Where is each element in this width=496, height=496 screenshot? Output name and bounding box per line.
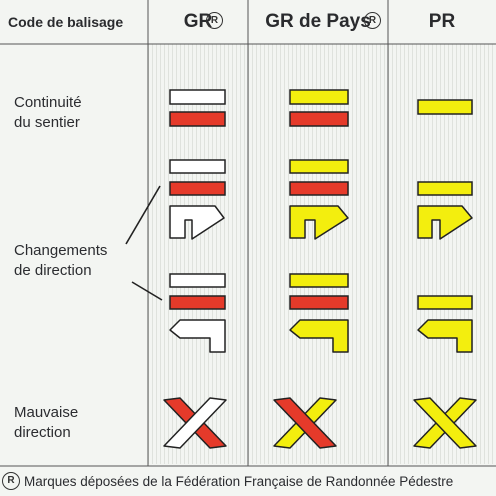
- row-label-line: du sentier: [14, 114, 80, 131]
- code-label: Code de balisage: [8, 14, 124, 30]
- gr-continuity-icon: [169, 89, 226, 127]
- gr-turn-left-icon: [169, 273, 226, 353]
- footer-note: R Marques déposées de la Fédération Fran…: [2, 470, 453, 492]
- registered-mark-icon: R: [2, 472, 20, 490]
- column-label-gr: GR: [183, 11, 213, 32]
- row-label-line: Continuité: [14, 94, 82, 111]
- column-header-gr: GR: [148, 0, 248, 44]
- pointer-lines: [125, 185, 163, 301]
- column-label-grp: GR de Pays: [265, 11, 371, 32]
- column-header-pr: PR: [388, 0, 496, 44]
- column-label-pr: PR: [428, 11, 456, 32]
- row-label-line: Mauvaise: [14, 404, 79, 421]
- row-label-line: Changements: [14, 242, 108, 259]
- row-label-line: de direction: [14, 262, 92, 279]
- footer-text: Marques déposées de la Fédération França…: [24, 473, 454, 489]
- table-grid: [0, 0, 496, 467]
- pr-turn-right-icon: [417, 181, 473, 240]
- column-header-grp: GR de Pays: [248, 0, 388, 44]
- pr-continuity-icon: [417, 99, 473, 115]
- registered-mark-icon: R: [206, 12, 223, 29]
- gr-column-bg: [148, 44, 248, 464]
- row-label-line: direction: [14, 424, 71, 441]
- pr-turn-left-icon: [417, 295, 473, 353]
- gr-turn-right-icon: [169, 159, 226, 240]
- grp-turn-right-icon: [289, 159, 349, 240]
- row-label-continuity: Continuité du sentier: [14, 93, 82, 133]
- grp-continuity-icon: [289, 89, 349, 127]
- grp-wrong-way-icon: [273, 397, 337, 449]
- row-label-wrong-direction: Mauvaise direction: [14, 403, 78, 443]
- registered-mark-icon: R: [364, 12, 381, 29]
- row-label-direction-change: Changements de direction: [14, 241, 107, 281]
- grp-turn-left-icon: [289, 273, 349, 353]
- gr-wrong-way-icon: [163, 397, 227, 449]
- pr-wrong-way-icon: [413, 397, 477, 449]
